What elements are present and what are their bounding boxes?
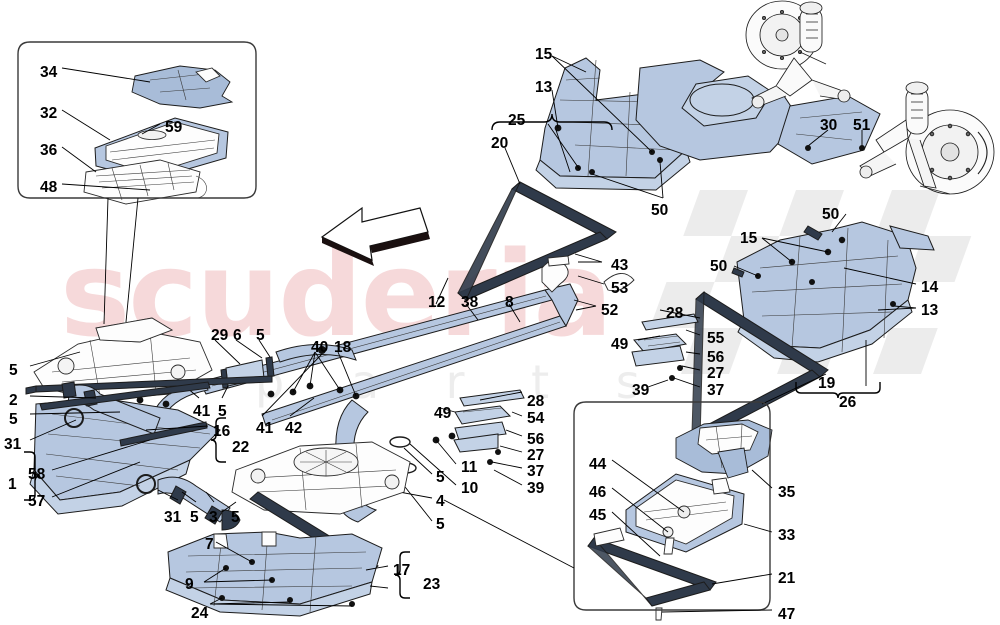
- callout-17: 17: [393, 562, 411, 579]
- callout-22: 22: [232, 439, 250, 456]
- callout-52: 52: [601, 302, 619, 319]
- callout-16: 16: [213, 423, 231, 440]
- callout-37: 37: [707, 382, 725, 399]
- callout-35: 35: [778, 484, 796, 501]
- left-upper-assembly: [25, 317, 273, 401]
- underbody-tray: [635, 59, 881, 165]
- inset-tl-parts: [83, 65, 234, 205]
- callout-37: 37: [527, 463, 545, 480]
- callout-5: 5: [256, 327, 265, 344]
- callout-46: 46: [589, 484, 607, 501]
- callout-27: 27: [707, 365, 725, 382]
- inset-panel-top-left: [17, 41, 257, 199]
- callout-34: 34: [40, 64, 58, 81]
- callout-28: 28: [666, 305, 684, 322]
- callout-4: 4: [436, 493, 445, 510]
- callout-15: 15: [740, 230, 758, 247]
- callout-32: 32: [40, 105, 58, 122]
- callout-42: 42: [285, 420, 303, 437]
- callout-1: 1: [8, 476, 17, 493]
- callout-2: 2: [9, 392, 18, 409]
- callout-12: 12: [428, 294, 446, 311]
- callout-24: 24: [191, 605, 209, 622]
- callout-50: 50: [651, 202, 669, 219]
- callout-9: 9: [185, 576, 194, 593]
- callout-59: 59: [165, 119, 183, 136]
- callout-19: 19: [818, 375, 836, 392]
- callout-40: 40: [311, 339, 329, 356]
- callout-30: 30: [820, 117, 838, 134]
- callout-29: 29: [211, 327, 229, 344]
- inset-panel-bottom-right: [573, 401, 771, 611]
- callout-44: 44: [589, 456, 607, 473]
- right-tank-assembly: [691, 221, 935, 442]
- callout-50: 50: [822, 206, 840, 223]
- callout-14: 14: [921, 279, 939, 296]
- callout-49: 49: [434, 405, 452, 422]
- callout-25: 25: [508, 112, 526, 129]
- callout-5: 5: [231, 509, 240, 526]
- callout-41: 41: [193, 403, 211, 420]
- bracket-group-center: [432, 389, 525, 465]
- callout-41: 41: [256, 420, 274, 437]
- callout-48: 48: [40, 179, 58, 196]
- callout-49: 49: [611, 336, 629, 353]
- callout-15: 15: [535, 46, 553, 63]
- callout-13: 13: [921, 302, 939, 319]
- callout-28: 28: [527, 393, 545, 410]
- callout-26: 26: [839, 394, 857, 411]
- suspension-assembly-rear: [745, 0, 851, 109]
- callout-5: 5: [9, 411, 18, 428]
- callout-27: 27: [527, 447, 545, 464]
- left-duct-assembly: [29, 381, 241, 531]
- callout-10: 10: [461, 480, 479, 497]
- callout-39: 39: [527, 480, 545, 497]
- callout-50: 50: [710, 258, 728, 275]
- callout-5: 5: [190, 509, 199, 526]
- direction-arrow-icon: [320, 206, 430, 266]
- callout-5: 5: [436, 516, 445, 533]
- bottom-center-engine: [165, 441, 411, 617]
- callout-43: 43: [611, 257, 629, 274]
- callout-8: 8: [505, 294, 514, 311]
- callout-47: 47: [778, 606, 796, 623]
- callout-56: 56: [707, 349, 725, 366]
- callout-7: 7: [205, 536, 214, 553]
- callout-58: 58: [28, 466, 46, 483]
- callout-31: 31: [164, 509, 182, 526]
- callout-13: 13: [535, 79, 553, 96]
- suspension-assembly-front: [859, 81, 995, 195]
- callout-39: 39: [632, 382, 650, 399]
- callout-5: 5: [9, 362, 18, 379]
- callout-51: 51: [853, 117, 871, 134]
- top-center-tank: [457, 57, 691, 301]
- callout-45: 45: [589, 507, 607, 524]
- callout-18: 18: [334, 339, 352, 356]
- callout-55: 55: [707, 330, 725, 347]
- callout-5: 5: [218, 403, 227, 420]
- callout-53: 53: [611, 280, 629, 297]
- callout-6: 6: [233, 327, 242, 344]
- callout-38: 38: [461, 294, 479, 311]
- callout-23: 23: [423, 576, 441, 593]
- callout-36: 36: [40, 142, 58, 159]
- callout-56: 56: [527, 431, 545, 448]
- callout-57: 57: [28, 493, 46, 510]
- callout-11: 11: [461, 459, 478, 476]
- callout-33: 33: [778, 527, 796, 544]
- bracket-group-right: [631, 313, 699, 381]
- callout-21: 21: [778, 570, 796, 587]
- callout-31: 31: [4, 436, 22, 453]
- callout-3: 3: [209, 509, 218, 526]
- callout-54: 54: [527, 410, 545, 427]
- inset-br-parts: [587, 419, 773, 621]
- callout-20: 20: [491, 135, 509, 152]
- callout-5: 5: [436, 469, 445, 486]
